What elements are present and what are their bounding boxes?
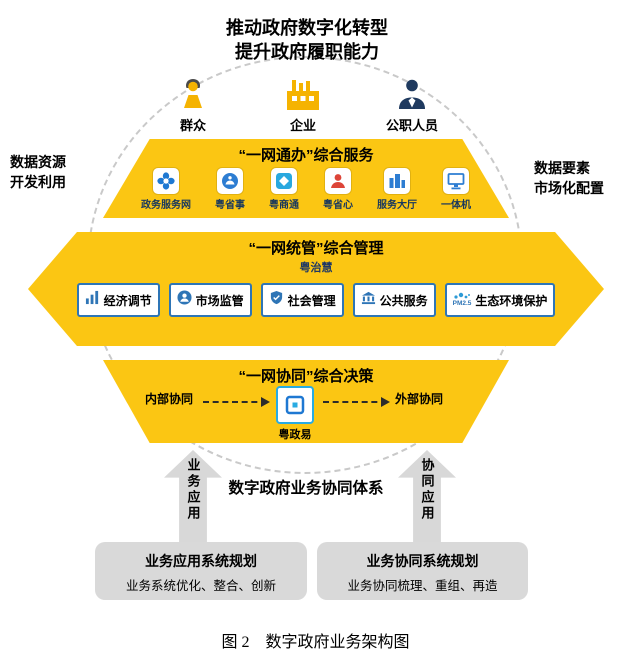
actor-label-officials: 公职人员 — [385, 118, 438, 133]
app-label: 粤商通 — [269, 200, 299, 211]
supervisor-person-icon — [177, 290, 192, 310]
domain-label: 市场监管 — [195, 293, 244, 308]
system-title: 数字政府业务协同体系 — [228, 480, 384, 497]
left-side-line2: 开发利用 — [10, 174, 66, 190]
manage-band: “一网统管”综合管理 粤治慧 经济调节 市场监管 社会管理 — [28, 232, 604, 346]
service-band: “一网通办”综合服务 政务服务网 粤省事 粤商通 — [103, 139, 509, 218]
left-side-label: 数据资源 开发利用 — [10, 152, 66, 192]
plan-box-collaboration-title: 业务协同系统规划 — [366, 553, 479, 569]
yueshangtong-icon — [271, 168, 297, 194]
domain-economic: 经济调节 — [76, 283, 160, 317]
app-item-yueshengxin: 粤省心 — [323, 168, 353, 211]
app-item-yueshengshi: 粤省事 — [215, 168, 245, 211]
figure-header-title: 推动政府数字化转型 提升政府履职能力 — [226, 16, 388, 64]
citizen-icon — [153, 74, 233, 112]
business-application-arrow-label: 业务应用 — [185, 458, 201, 522]
app-item-gov-service-network: 政务服务网 — [141, 168, 191, 211]
official-person-icon — [372, 74, 452, 112]
domain-label: 社会管理 — [287, 293, 336, 308]
right-side-line2: 市场化配置 — [534, 180, 604, 196]
plan-box-collaboration-desc: 业务协同梳理、重组、再造 — [347, 579, 498, 593]
kiosk-monitor-icon — [443, 168, 469, 194]
actor-citizens: 群众 — [153, 74, 233, 134]
left-side-line1: 数据资源 — [10, 154, 66, 170]
app-label: 粤省心 — [323, 200, 353, 211]
actor-label-citizens: 群众 — [179, 118, 206, 133]
business-application-arrow: 业务应用 — [164, 450, 222, 542]
header-title-line2: 提升政府履职能力 — [235, 42, 379, 62]
header-title-line1: 推动政府数字化转型 — [226, 18, 388, 38]
internal-collab-label: 内部协同 — [145, 392, 194, 406]
service-band-title: “一网通办”综合服务 — [238, 147, 374, 164]
yuezhengyi-label: 粤政易 — [278, 429, 312, 441]
app-item-yueshangtong: 粤商通 — [269, 168, 299, 211]
bar-chart-icon — [85, 290, 100, 310]
app-label: 粤省事 — [215, 200, 245, 211]
domain-label: 生态环境保护 — [475, 293, 548, 308]
domain-environment: PM2.5 生态环境保护 — [444, 283, 556, 317]
arrow-right-icon — [203, 397, 270, 407]
plan-box-collaboration: 业务协同系统规划 业务协同梳理、重组、再造 — [317, 542, 528, 600]
domain-market: 市场监管 — [168, 283, 252, 317]
app-item-kiosk: 一体机 — [441, 168, 471, 211]
decision-band: “一网协同”综合决策 内部协同 粤政易 外部协同 — [103, 360, 509, 443]
yuezhengyi-icon — [276, 386, 314, 424]
external-collab-label: 外部协同 — [395, 392, 444, 406]
app-label: 服务大厅 — [377, 200, 417, 211]
app-label: 一体机 — [441, 200, 471, 211]
domain-public-service: 公共服务 — [352, 283, 436, 317]
yueshengxin-icon — [325, 168, 351, 194]
factory-icon — [263, 74, 343, 112]
gov-service-network-icon — [153, 168, 179, 194]
manage-band-title: “一网统管”综合管理 — [248, 240, 384, 257]
yueshengshi-icon — [217, 168, 243, 194]
service-hall-icon — [384, 168, 410, 194]
arrow-right-icon — [323, 397, 390, 407]
app-item-service-hall: 服务大厅 — [377, 168, 417, 211]
actor-officials: 公职人员 — [372, 74, 452, 134]
domain-social: 社会管理 — [260, 283, 344, 317]
public-building-icon — [361, 290, 376, 310]
collaboration-application-arrow: 协同应用 — [398, 450, 456, 542]
service-apps-row: 政务服务网 粤省事 粤商通 粤省心 — [103, 168, 509, 211]
figure-caption: 图 2 数字政府业务架构图 — [221, 634, 410, 651]
pm25-icon: PM2.5 — [452, 292, 472, 308]
right-side-label: 数据要素 市场化配置 — [534, 158, 604, 198]
app-label: 政务服务网 — [141, 200, 191, 211]
plan-box-application-desc: 业务系统优化、整合、创新 — [125, 579, 276, 593]
decision-band-title: “一网协同”综合决策 — [238, 368, 374, 385]
actor-enterprise: 企业 — [263, 74, 343, 134]
manage-domains-row: 经济调节 市场监管 社会管理 公共服务 — [28, 283, 604, 317]
manage-band-subtitle: 粤治慧 — [299, 262, 333, 274]
shield-icon — [269, 290, 284, 310]
plan-box-application: 业务应用系统规划 业务系统优化、整合、创新 — [95, 542, 307, 600]
plan-box-application-title: 业务应用系统规划 — [145, 553, 257, 569]
collaboration-application-arrow-label: 协同应用 — [419, 458, 435, 522]
actor-label-enterprise: 企业 — [289, 118, 316, 133]
domain-label: 经济调节 — [103, 293, 152, 308]
right-side-line1: 数据要素 — [534, 160, 590, 176]
pm25-label: PM2.5 — [452, 300, 472, 308]
domain-label: 公共服务 — [379, 293, 428, 308]
